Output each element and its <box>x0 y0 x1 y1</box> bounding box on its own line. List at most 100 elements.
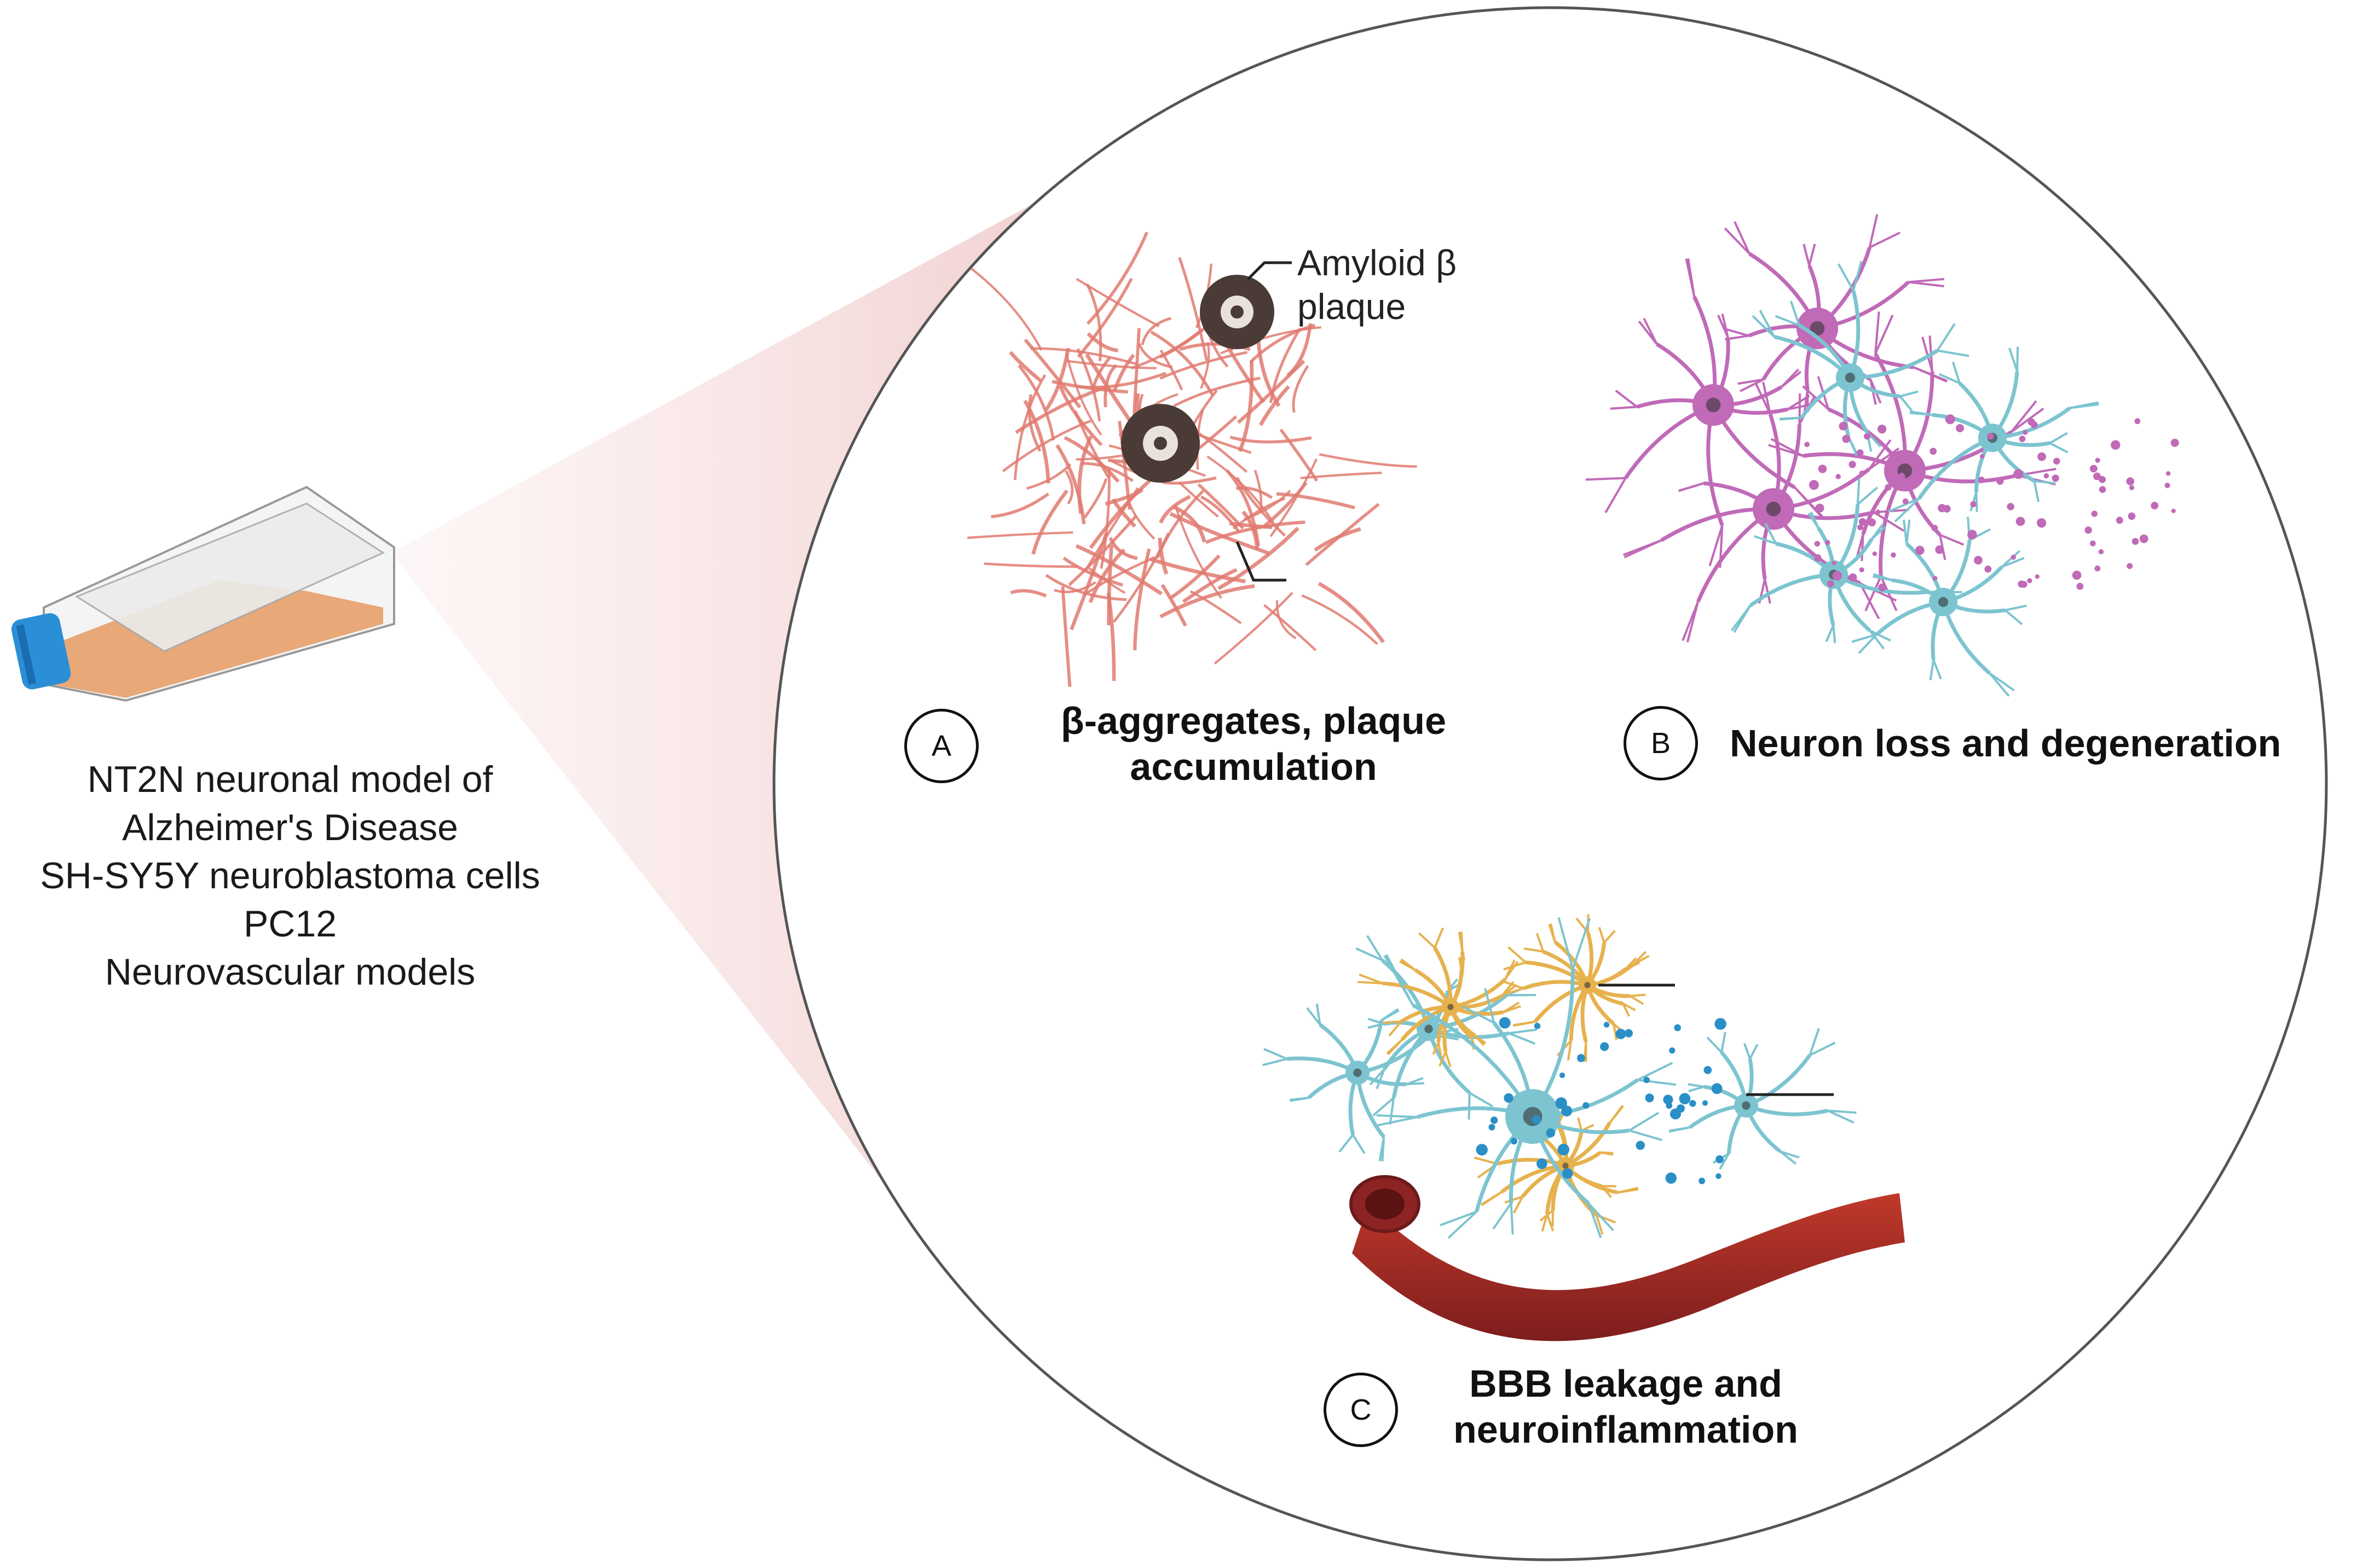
amyloid-plaque-label: Amyloid β plaque <box>1297 241 1457 328</box>
neuron-branch <box>1951 361 1961 384</box>
neuron-branch <box>1852 261 1863 291</box>
fibril-strand <box>1068 515 1137 586</box>
cytokine-dot <box>1679 1093 1691 1104</box>
neurite-fragment <box>1848 461 1856 468</box>
neurite-fragment <box>1868 518 1876 526</box>
astrocyte-nucleus <box>1447 1004 1454 1010</box>
neurite-fragment <box>1878 583 1886 592</box>
fibril-strand <box>1269 458 1318 537</box>
astrocyte-branch <box>1630 993 1646 997</box>
cytokine-dot <box>1559 1072 1565 1078</box>
astrocyte-branch <box>1507 946 1527 963</box>
microglia-branch <box>1706 1037 1723 1054</box>
neurite-fragment <box>2129 485 2135 490</box>
astrocyte-branch <box>1481 1191 1503 1206</box>
neurite-fragment <box>1814 554 1822 562</box>
cytokine-dot <box>1488 1124 1495 1131</box>
fibril-strand <box>1031 489 1068 555</box>
astrocyte-branch <box>1387 1039 1403 1056</box>
neurite-fragment <box>2165 471 2171 476</box>
astrocyte-branch <box>1609 1104 1624 1124</box>
fibril-strand <box>1292 365 1309 413</box>
neuron-branch <box>1717 315 1729 338</box>
neurite-fragment <box>2171 508 2176 513</box>
flask-caption-line: NT2N neuronal model of <box>87 759 493 800</box>
flask-caption-line: Alzheimer's Disease <box>122 807 458 848</box>
cytokine-dot <box>1669 1047 1676 1054</box>
fibril-strand <box>1026 463 1072 490</box>
microglia-branch <box>1377 1116 1418 1127</box>
microglia-branch <box>1492 1202 1512 1230</box>
neurite-fragment <box>2019 436 2026 442</box>
fibril-strand <box>1319 453 1417 468</box>
neurite-fragment <box>1848 573 1857 582</box>
neurite-fragment <box>2007 503 2014 511</box>
cytokine-dot <box>1600 1042 1609 1051</box>
neuron-branch <box>1869 629 1885 650</box>
fibril-strand <box>1300 471 1382 479</box>
microglia-branch <box>1351 1134 1366 1154</box>
fibril-strand <box>1301 594 1378 645</box>
flask-caption-line: PC12 <box>243 903 337 945</box>
neuron-branch <box>1752 315 1776 338</box>
cytokine-dot <box>1490 1116 1498 1124</box>
fibril-strand <box>1263 482 1308 528</box>
astrocyte-branch <box>1577 1117 1583 1131</box>
neuron-nucleus <box>1938 597 1949 607</box>
fibril-strand <box>967 531 1073 539</box>
microglia-branch <box>1315 1003 1321 1025</box>
fibril-strand <box>1066 360 1157 369</box>
microglia-branch <box>1290 1096 1309 1102</box>
fibril-strand <box>1200 342 1210 389</box>
neuron-branch <box>1869 232 1901 248</box>
astrocyte-branch <box>1512 1196 1524 1214</box>
panel-a-title-line: accumulation <box>1130 745 1377 788</box>
neurite-fragment <box>1858 518 1867 526</box>
neuron-branch <box>1908 281 1944 287</box>
panel-c-title-line: BBB leakage and <box>1469 1362 1782 1405</box>
microglia-branch <box>1389 1097 1395 1125</box>
neurite-fragment <box>1984 565 1992 573</box>
panel-c-title: BBB leakage and neuroinflammation <box>1429 1361 1823 1453</box>
cell-culture-flask-icon <box>11 485 395 702</box>
glial-cells <box>1262 914 1857 1239</box>
neurite-fragment <box>1996 477 2004 485</box>
neuron-branch <box>1894 497 1920 523</box>
neurite-fragment <box>1956 424 1965 432</box>
fibril-strand <box>1162 476 1217 485</box>
microglia-branch <box>1628 1129 1662 1141</box>
cytokine-dot <box>1676 1104 1685 1113</box>
fibril-strand <box>1217 526 1299 591</box>
panel-b-title-line: Neuron loss and degeneration <box>1730 722 2281 765</box>
flask-caption-line: Neurovascular models <box>105 951 476 993</box>
neurite-fragment <box>1809 480 1819 490</box>
neuron-branch <box>1913 366 1948 383</box>
fibril-strand <box>1010 589 1047 598</box>
neurite-fragment <box>1877 424 1887 434</box>
cytokine-dot <box>1582 1102 1590 1109</box>
fibril-strand <box>1158 537 1169 575</box>
astrocyte-branch <box>1504 959 1516 980</box>
fibril-strand <box>1055 444 1086 525</box>
neurite-fragment <box>2111 440 2121 450</box>
cytokine-dot <box>1703 1066 1712 1074</box>
fibril-strand <box>1149 557 1246 583</box>
neuron-branch <box>1725 328 1749 337</box>
cytokine-dot <box>1510 1138 1517 1145</box>
neurite-fragment <box>1825 540 1830 545</box>
cytokine-dot <box>1615 1028 1626 1039</box>
cytokine-dot <box>1561 1105 1573 1116</box>
neuron-branch <box>2049 432 2068 444</box>
neurite-fragment <box>1970 501 1977 507</box>
neuron-branch <box>2034 480 2056 484</box>
neurite-fragment <box>1929 448 1937 455</box>
microglia-branch <box>1262 1057 1287 1066</box>
astrocyte-branch <box>1603 930 1616 944</box>
astrocyte-branch <box>1504 1195 1523 1204</box>
neurite-fragment <box>2084 526 2092 534</box>
microglia-branch <box>1440 1211 1477 1226</box>
fibril-strand <box>1156 490 1204 559</box>
panel-c-title-line: neuroinflammation <box>1453 1408 1799 1451</box>
neuron-branch <box>2001 557 2025 568</box>
